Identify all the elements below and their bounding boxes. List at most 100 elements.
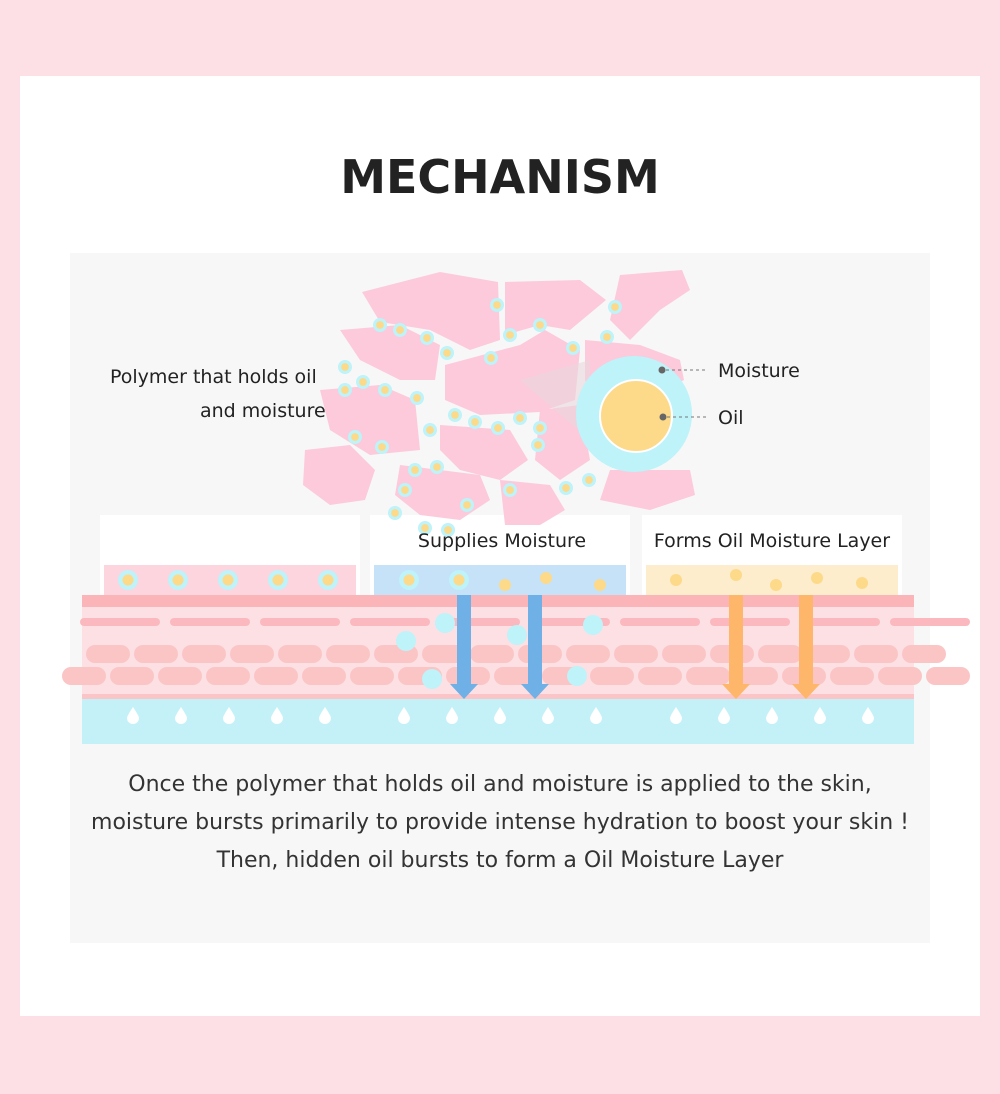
oil-core: [396, 326, 404, 334]
oil-core: [453, 574, 465, 586]
skin-cell: [830, 667, 874, 685]
water-drop-icon: [862, 707, 874, 724]
stage-label-2: Supplies Moisture: [417, 530, 587, 552]
stage-label-3: Forms Oil Moisture Layer: [653, 530, 891, 552]
oil-core: [611, 303, 619, 311]
released-moisture: [567, 666, 587, 686]
skin-cell: [494, 667, 538, 685]
skin-cell: [350, 667, 394, 685]
oil-core: [426, 426, 434, 434]
down-arrow-icon: [722, 595, 750, 699]
oil-legend-label: Oil: [718, 407, 744, 429]
oil-core: [351, 433, 359, 441]
oil-core: [376, 321, 384, 329]
oil-core: [506, 486, 514, 494]
skin-cell: [878, 667, 922, 685]
oil-core: [122, 574, 134, 586]
oil-core: [421, 524, 429, 532]
oil-droplet: [540, 572, 552, 584]
skin-cell: [470, 645, 514, 663]
oil-core: [516, 414, 524, 422]
oil-core: [272, 574, 284, 586]
water-drop-icon: [718, 707, 730, 724]
water-drop-icon: [766, 707, 778, 724]
released-moisture: [396, 631, 416, 651]
description-line: Then, hidden oil bursts to form a Oil Mo…: [216, 848, 784, 873]
oil-core: [433, 463, 441, 471]
skin-cell: [254, 667, 298, 685]
oil-core: [494, 424, 502, 432]
skin-cell: [326, 645, 370, 663]
skin-cell: [62, 667, 106, 685]
skin-cell: [614, 645, 658, 663]
polymer-label-line2: and moisture: [200, 400, 326, 422]
polymer-cluster: [303, 270, 695, 525]
oil-core: [359, 378, 367, 386]
water-drop-icon: [398, 707, 410, 724]
skin-cell: [590, 667, 634, 685]
skin-cell: [686, 667, 730, 685]
oil-core: [222, 574, 234, 586]
oil-core: [381, 386, 389, 394]
skin-cell: [902, 645, 946, 663]
skin-cell: [158, 667, 202, 685]
moisture-legend-label: Moisture: [718, 360, 800, 382]
skin-cell: [734, 667, 778, 685]
oil-core: [585, 476, 593, 484]
oil-droplet: [594, 579, 606, 591]
skin-cell: [110, 667, 154, 685]
skin-cell: [620, 618, 700, 626]
skin-cell: [566, 645, 610, 663]
skin-cell: [260, 618, 340, 626]
polymer-label-line1: Polymer that holds oil: [110, 366, 317, 388]
skin-cell: [80, 618, 160, 626]
capsule-detail: [576, 356, 706, 472]
oil-core: [423, 334, 431, 342]
oil-core: [322, 574, 334, 586]
skin-cell: [854, 645, 898, 663]
oil-core: [401, 486, 409, 494]
page-title: MECHANISM: [340, 150, 660, 204]
skin-cell: [170, 618, 250, 626]
oil-core: [378, 443, 386, 451]
released-moisture: [422, 669, 442, 689]
skin-cell: [806, 645, 850, 663]
oil-core: [341, 386, 349, 394]
oil-core: [443, 349, 451, 357]
skin-cell: [350, 618, 430, 626]
oil-core: [411, 466, 419, 474]
skin-cell: [134, 645, 178, 663]
skin-cell: [662, 645, 706, 663]
oil-droplet: [670, 574, 682, 586]
released-moisture: [435, 613, 455, 633]
released-moisture: [507, 625, 527, 645]
oil-core: [603, 333, 611, 341]
skin-cell: [890, 618, 970, 626]
skin-cell: [182, 645, 226, 663]
down-arrow-icon: [792, 595, 820, 699]
oil-core: [534, 441, 542, 449]
oil-core: [391, 509, 399, 517]
oil-core: [403, 574, 415, 586]
oil-core: [444, 526, 452, 534]
skin-cell: [758, 645, 802, 663]
oil-core: [562, 484, 570, 492]
description-line: Once the polymer that holds oil and mois…: [128, 772, 872, 797]
oil-core: [413, 394, 421, 402]
oil-core: [569, 344, 577, 352]
oil-droplet: [730, 569, 742, 581]
description-line: moisture bursts primarily to provide int…: [91, 810, 909, 835]
water-drop-icon: [319, 707, 331, 724]
skin-cell: [926, 667, 970, 685]
down-arrow-icon: [521, 595, 549, 699]
skin-cell: [206, 667, 250, 685]
water-drop-icon: [223, 707, 235, 724]
water-drop-icon: [814, 707, 826, 724]
oil-core: [506, 331, 514, 339]
oil-core: [451, 411, 459, 419]
oil-core: [599, 379, 673, 453]
oil-droplet: [770, 579, 782, 591]
water-drop-icon: [542, 707, 554, 724]
skin-cell: [230, 645, 274, 663]
oil-droplet: [856, 577, 868, 589]
